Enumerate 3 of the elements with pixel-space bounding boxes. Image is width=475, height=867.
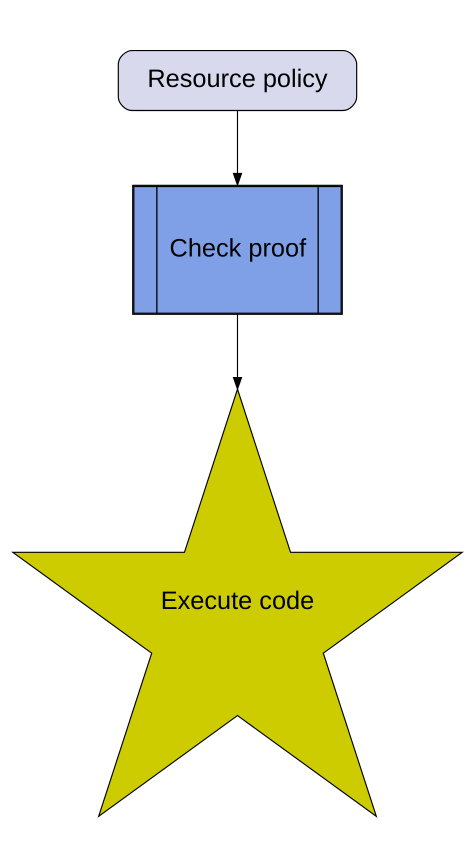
- arrow: [232, 314, 242, 391]
- arrow: [232, 110, 242, 187]
- node-box: Resource policy: [118, 50, 358, 112]
